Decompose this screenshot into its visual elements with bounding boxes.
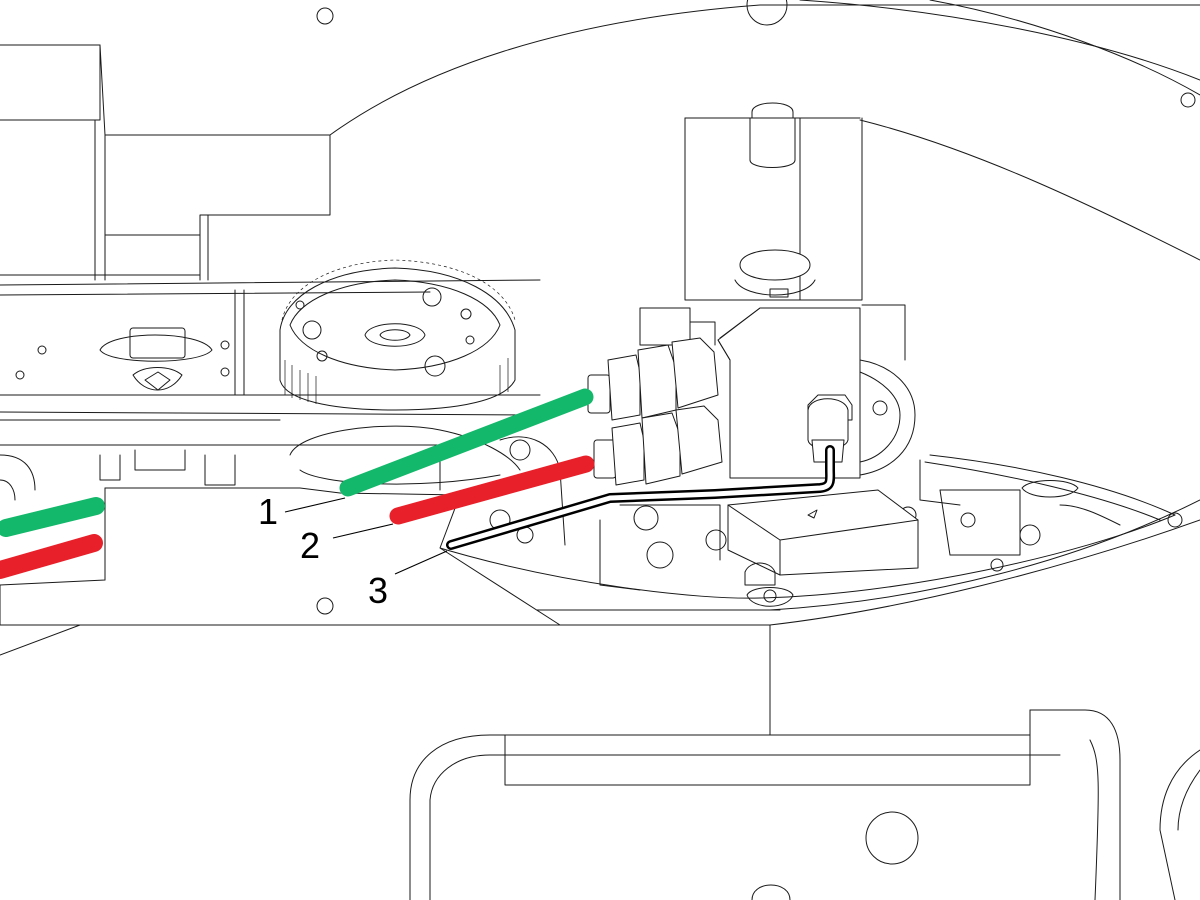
toothed-pulley — [279, 259, 516, 411]
triangle-arrow-icon — [807, 509, 818, 519]
left-cover-plate — [0, 487, 561, 626]
black-hose-inner — [448, 447, 833, 548]
belt-bar — [0, 279, 541, 446]
callout-3-label: 3 — [368, 570, 388, 611]
callout-2-label: 2 — [300, 525, 320, 566]
callouts: 1 2 3 — [258, 491, 448, 611]
callout-3-leader — [394, 550, 448, 575]
right-mechanism — [489, 0, 1121, 607]
green-hose-main-segment — [339, 388, 594, 497]
black-hose — [446, 445, 836, 550]
callout-1-label: 1 — [258, 491, 278, 532]
callout-2-leader — [332, 523, 394, 539]
green-hose — [0, 388, 594, 537]
red-hose-left-segment — [0, 534, 103, 579]
green-hose-left-segment — [0, 497, 105, 537]
fitting-small — [807, 398, 849, 463]
mounting-holes — [316, 7, 1196, 528]
fitting-lower — [593, 405, 723, 486]
fitting-upper — [587, 321, 719, 421]
callout-1-leader — [284, 497, 346, 513]
upper-left-blocks — [0, 44, 331, 281]
red-hose — [0, 455, 595, 579]
red-hose-main-segment — [389, 455, 595, 525]
